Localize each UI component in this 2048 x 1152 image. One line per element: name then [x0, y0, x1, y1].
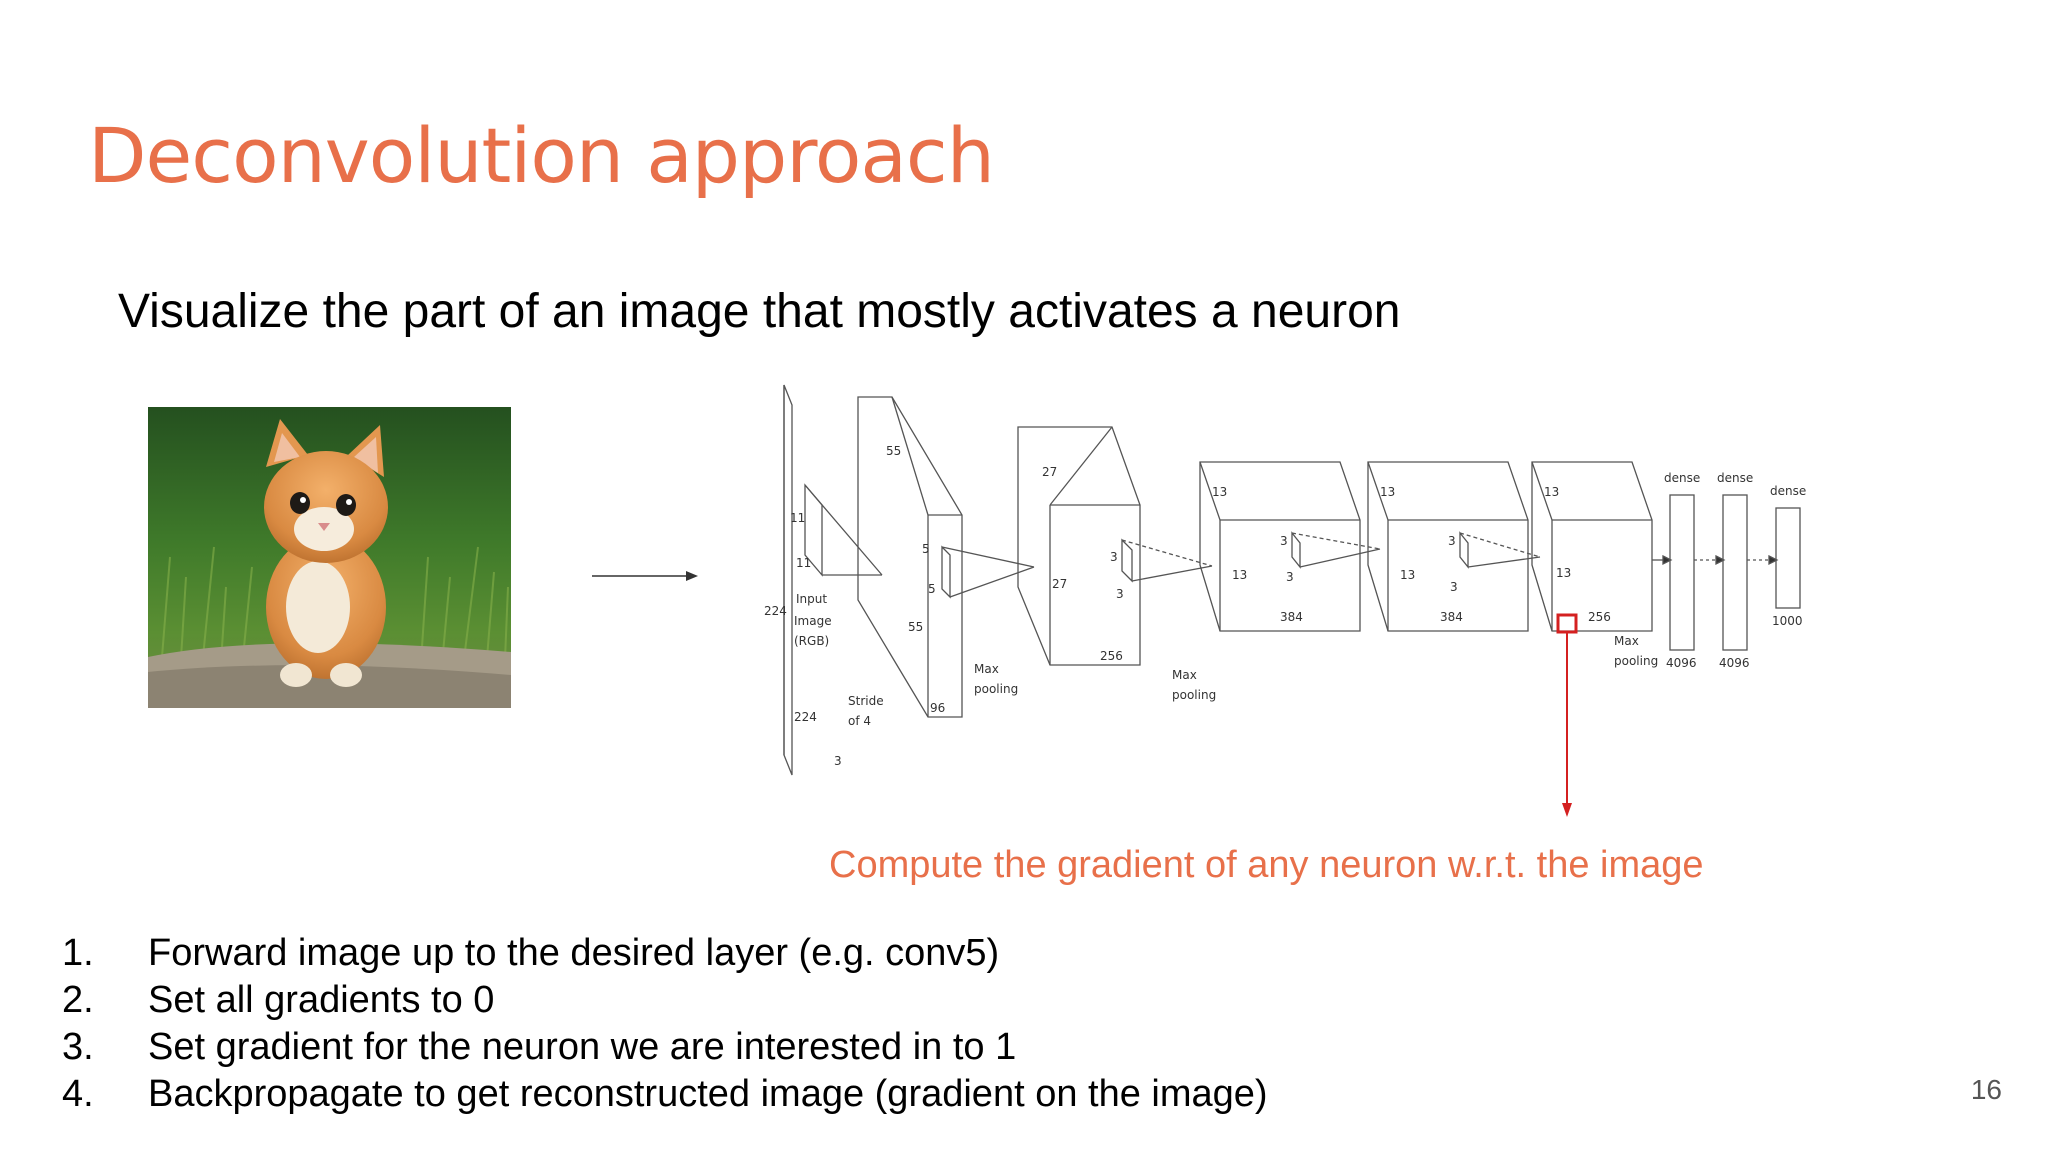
diagram-label: 13: [1380, 485, 1395, 499]
diagram-label: 3: [1280, 534, 1288, 548]
diagram-label: 3: [1286, 570, 1294, 584]
diagram-label: 1000: [1772, 614, 1803, 628]
diagram-label: 55: [908, 620, 923, 634]
steps-list: 1. Forward image up to the desired layer …: [62, 930, 1268, 1118]
slide-title: Deconvolution approach: [88, 111, 995, 200]
step-text: Set gradient for the neuron we are inter…: [148, 1026, 1017, 1068]
gradient-caption: Compute the gradient of any neuron w.r.t…: [829, 844, 1704, 886]
diagram-label: Max: [1172, 668, 1197, 682]
diagram-label: of 4: [848, 714, 871, 728]
diagram-label: 3: [834, 754, 842, 768]
diagram-label: 27: [1042, 465, 1057, 479]
conv3-layer: [1199, 461, 1381, 632]
diagram-label: dense: [1664, 471, 1700, 485]
diagram-label: 3: [1448, 534, 1456, 548]
flow-arrow: [592, 571, 698, 581]
diagram-label: 13: [1212, 485, 1227, 499]
list-item: 4. Backpropagate to get reconstructed ima…: [62, 1071, 1268, 1118]
cnn-architecture-diagram: 224 11 11 Input Image (RGB) 224 3 Stride…: [764, 384, 1806, 817]
selected-neuron-highlight: [1556, 613, 1578, 634]
dense-layer-1: [1669, 494, 1695, 651]
diagram-label: 4096: [1719, 656, 1750, 670]
diagram-label: 13: [1232, 568, 1247, 582]
conv5-layer: [1531, 461, 1653, 632]
diagram-label: 256: [1588, 610, 1611, 624]
diagram-label: pooling: [974, 682, 1018, 696]
input-layer: [783, 384, 883, 776]
diagram-label: 13: [1544, 485, 1559, 499]
conv4-layer: [1367, 461, 1541, 632]
list-item: 2. Set all gradients to 0: [62, 977, 1268, 1024]
conv1-layer: [857, 396, 1035, 718]
diagram-label: 13: [1400, 568, 1415, 582]
diagram-label: 13: [1556, 566, 1571, 580]
list-item: 3. Set gradient for the neuron we are int…: [62, 1024, 1268, 1071]
diagram-label: Image: [794, 614, 832, 628]
diagram-label: 224: [764, 604, 787, 618]
diagram-label: 256: [1100, 649, 1123, 663]
step-number: 4.: [62, 1073, 94, 1115]
page-number: 16: [1970, 1074, 2002, 1105]
diagram-label: dense: [1717, 471, 1753, 485]
diagram-label: 3: [1450, 580, 1458, 594]
diagram-label: (RGB): [794, 634, 829, 648]
diagram-label: 11: [790, 511, 805, 525]
diagram-label: 4096: [1666, 656, 1697, 670]
diagram-label: 5: [928, 582, 936, 596]
diagram-label: pooling: [1614, 654, 1658, 668]
diagram-label: 96: [930, 701, 945, 715]
slide-subtitle: Visualize the part of an image that most…: [118, 285, 1401, 338]
step-text: Backpropagate to get reconstructed image…: [148, 1073, 1268, 1115]
diagram-label: Stride: [848, 694, 884, 708]
diagram-label: pooling: [1172, 688, 1216, 702]
dense-layer-3: [1775, 507, 1801, 609]
step-text: Forward image up to the desired layer (e…: [148, 932, 1000, 974]
diagram-label: 384: [1440, 610, 1463, 624]
diagram-label: Max: [974, 662, 999, 676]
diagram-label: 384: [1280, 610, 1303, 624]
step-number: 1.: [62, 932, 94, 974]
diagram-label: 55: [886, 444, 901, 458]
diagram-label: Input: [796, 592, 827, 606]
dense-layer-2: [1722, 494, 1748, 651]
step-text: Set all gradients to 0: [148, 979, 495, 1021]
step-number: 3.: [62, 1026, 94, 1068]
diagram-label: 27: [1052, 577, 1067, 591]
list-item: 1. Forward image up to the desired layer …: [62, 930, 1268, 977]
diagram-label: 3: [1110, 550, 1118, 564]
diagram-label: 11: [796, 556, 811, 570]
diagram-label: 5: [922, 542, 930, 556]
step-number: 2.: [62, 979, 94, 1021]
diagram-label: Max: [1614, 634, 1639, 648]
conv2-layer: [1017, 426, 1213, 666]
diagram-label: 224: [794, 710, 817, 724]
kitten-photo: [148, 407, 511, 708]
diagram-label: dense: [1770, 484, 1806, 498]
diagram-label: 3: [1116, 587, 1124, 601]
